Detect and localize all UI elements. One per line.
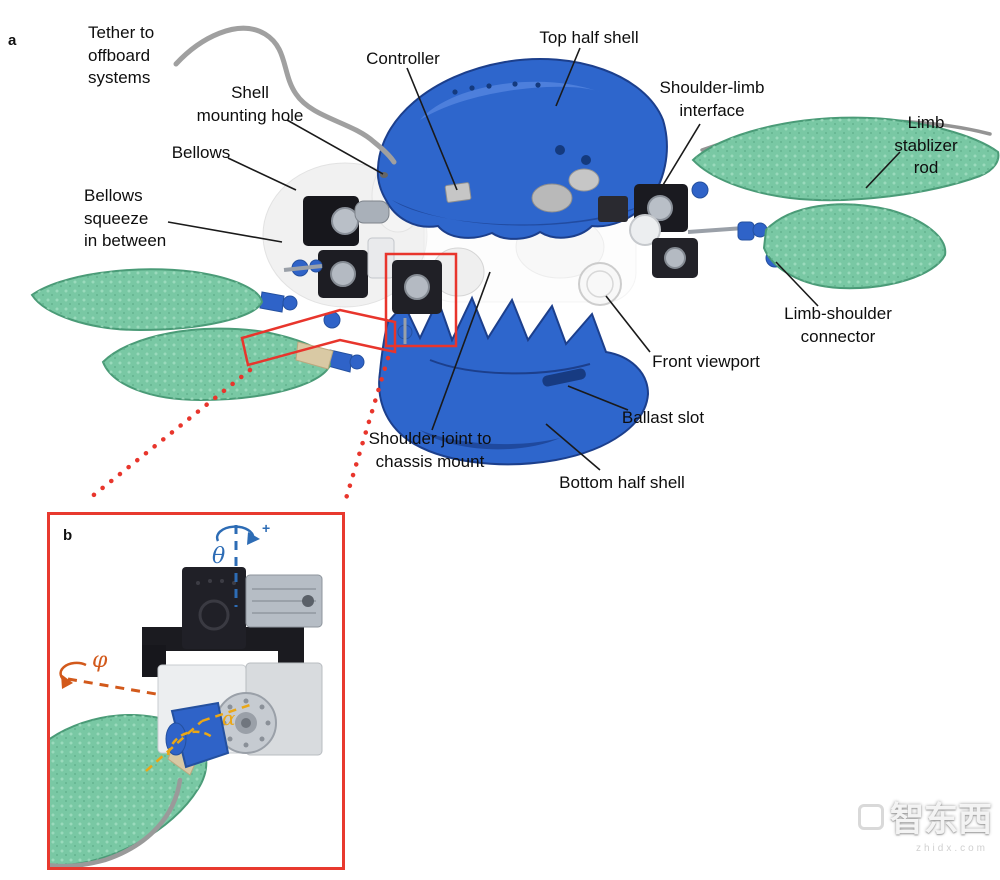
label-controller: Controller	[366, 49, 440, 68]
label-limb-shoulder-connector: Limb-shoulder connector	[784, 304, 892, 346]
label-tether: Tether to offboard systems	[88, 23, 155, 88]
panel-b-label: b	[63, 527, 73, 544]
alpha-angle: α	[145, 703, 251, 772]
red-highlight-polygon	[240, 308, 397, 367]
label-bottom-half-shell: Bottom half shell	[559, 473, 685, 492]
leader-limb-shoulder-connector	[775, 261, 819, 307]
shoulder-joint-render	[392, 260, 442, 344]
phi-symbol: φ	[92, 648, 108, 673]
red-highlight-rect	[384, 252, 458, 348]
flipper-left-render	[30, 268, 264, 332]
label-front-viewport: Front viewport	[652, 352, 760, 371]
leader-lines	[167, 47, 901, 471]
right-shoulder-motors-render	[629, 184, 745, 278]
alpha-symbol: α	[222, 706, 236, 730]
label-ballast-slot: Ballast slot	[621, 408, 705, 427]
leader-front-viewport	[605, 295, 651, 353]
label-limb-stablizer-rod: Limb stablizer rod	[894, 113, 958, 178]
inset-top-motor-render	[182, 567, 323, 649]
inset-joint-closeup-render: + θ φ α	[50, 520, 323, 867]
leader-shoulder-joint-mount	[431, 271, 491, 431]
flipper-bottom-left-render	[101, 327, 334, 402]
red-annotations	[87, 252, 458, 505]
watermark-text: 智东西	[890, 801, 992, 839]
inset-cable-render	[50, 777, 183, 867]
leader-shoulder-limb-interface	[659, 123, 701, 191]
watermark: 智东西 zhidx.com	[842, 792, 992, 854]
label-bellows-squeeze: Bellows squeeze in between	[84, 186, 167, 251]
leader-limb-stablizer-rod	[865, 151, 901, 189]
phi-axis: φ	[59, 648, 163, 697]
left-shoulder-motors-render	[283, 196, 485, 329]
inset-panel-b: + θ φ α b	[47, 512, 345, 870]
watermark-logo-icon	[858, 803, 884, 830]
bottom-half-shell-render	[378, 295, 650, 466]
front-viewport-render	[578, 262, 622, 306]
flipper-right-render	[762, 203, 947, 290]
red-dotted-line-left	[87, 367, 253, 501]
label-shoulder-limb-interface: Shoulder-limb interface	[659, 78, 765, 120]
theta-plus-sign: +	[262, 520, 270, 536]
inset-blue-connector-render	[165, 701, 230, 769]
label-bellows: Bellows	[171, 143, 231, 162]
leader-ballast-slot	[567, 385, 629, 411]
leader-bellows	[227, 157, 297, 191]
leader-top-half-shell	[555, 47, 581, 107]
top-half-shell-render	[376, 58, 668, 240]
watermark-subtext: zhidx.com	[915, 843, 988, 854]
leader-bottom-half-shell	[545, 423, 601, 471]
controller-render	[444, 182, 472, 203]
panel-a-label: a	[8, 32, 17, 49]
theta-symbol: θ	[212, 544, 225, 569]
label-shoulder-joint-mount: Shoulder joint to chassis mount	[368, 429, 492, 471]
theta-axis: + θ	[212, 520, 270, 607]
label-top-half-shell: Top half shell	[539, 28, 639, 47]
flipper-upper-right-render	[691, 116, 1000, 202]
leader-bellows-squeeze	[167, 221, 283, 243]
ballast-slot-render	[542, 368, 586, 387]
label-shell-mounting-hole: Shell mounting hole	[196, 83, 304, 125]
leader-shell-mounting-hole	[286, 119, 384, 175]
leader-controller	[406, 67, 458, 191]
tether-cable-render	[173, 25, 397, 165]
